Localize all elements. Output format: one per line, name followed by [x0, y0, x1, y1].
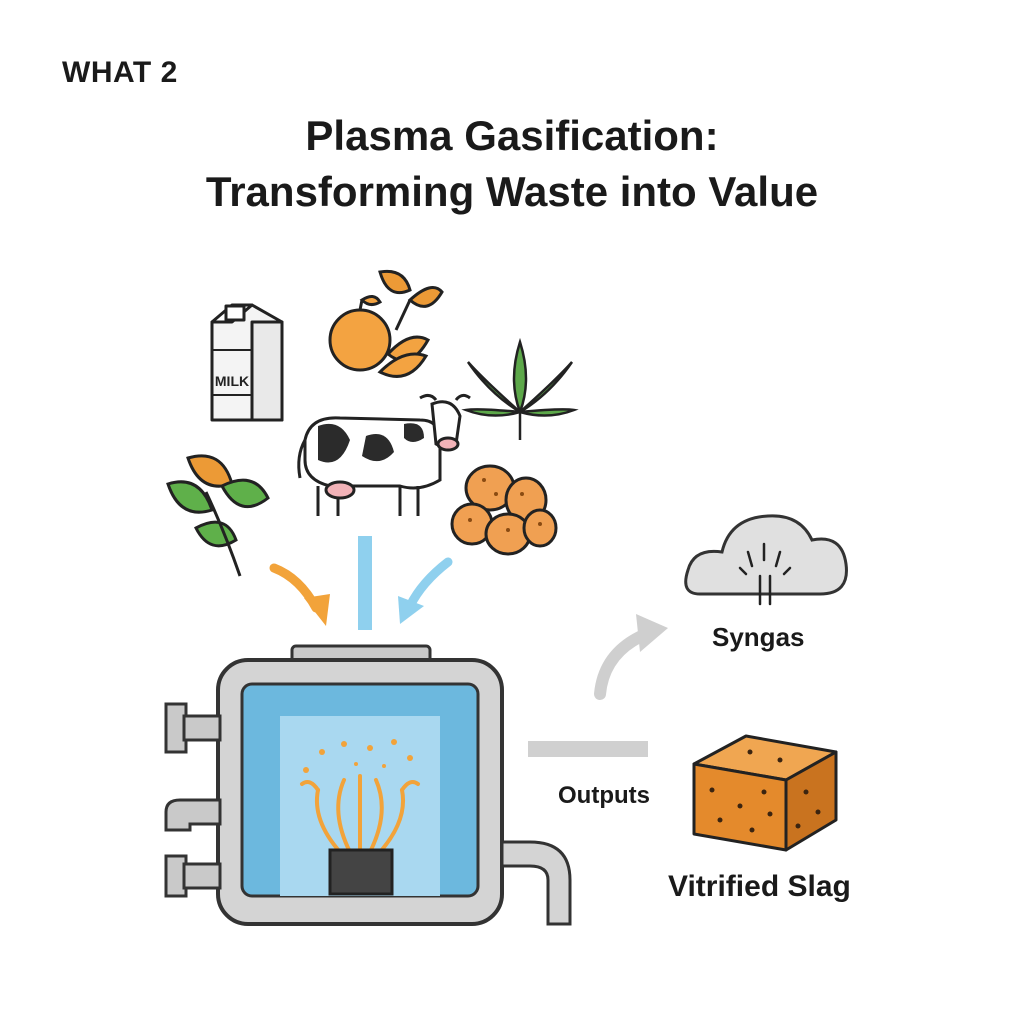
milk-label: MILK — [215, 373, 249, 389]
plasma-sparks — [303, 739, 413, 773]
cow-icon — [297, 393, 471, 516]
section-tag: WHAT 2 — [62, 56, 178, 89]
green-leaves-icon — [166, 454, 270, 577]
reactor-chamber — [164, 644, 572, 926]
cannabis-leaf-icon — [461, 337, 579, 440]
orange-arrowhead — [304, 594, 330, 626]
title-line-1: Plasma Gasification: — [305, 112, 719, 159]
blue-arrowhead — [398, 596, 424, 624]
vitrified-slag-label: Vitrified Slag — [668, 870, 851, 903]
output-connector — [528, 741, 648, 757]
syngas-arrowhead — [636, 614, 668, 652]
title-line-2: Transforming Waste into Value — [205, 168, 819, 215]
syngas-label: Syngas — [712, 622, 805, 652]
orange-fruit-icon — [328, 295, 431, 378]
leaf-icon — [378, 269, 444, 331]
outputs-label: Outputs — [558, 782, 650, 809]
slag-cube-icon — [692, 734, 838, 852]
potatoes-icon — [450, 464, 558, 556]
page-title: Plasma Gasification: Transforming Waste … — [0, 108, 1024, 220]
blue-input-arrow — [405, 557, 453, 611]
plasma-torch-icon — [300, 774, 420, 854]
milk-carton-icon: MILK — [210, 303, 284, 422]
cloud-icon — [684, 514, 848, 606]
syngas-arrow — [594, 628, 652, 700]
plasma-torch-base — [328, 848, 394, 896]
blue-input-bar — [358, 536, 372, 630]
